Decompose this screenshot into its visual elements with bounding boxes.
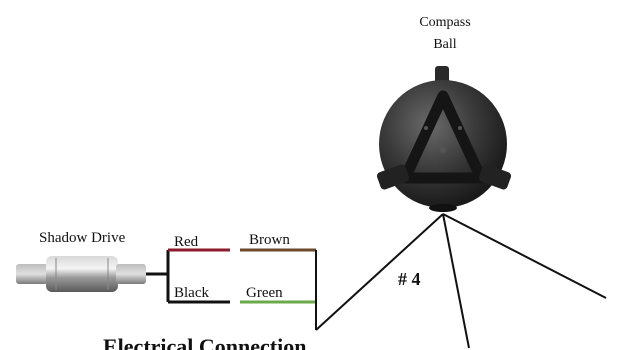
- compass-ball-title: Compass Ball: [400, 12, 490, 56]
- diagram-caption: Electrical Connection: [103, 334, 307, 350]
- compass-ball-image: [376, 66, 512, 212]
- brown-wire-label: Brown: [249, 232, 290, 248]
- lead-line-3: [442, 213, 607, 299]
- compass-right-tab: [478, 164, 512, 190]
- compass-title-line2: Ball: [433, 37, 457, 52]
- lead-line-2: [442, 213, 470, 349]
- compass-left-tab: [376, 164, 410, 190]
- shadow-drive-label: Shadow Drive: [39, 230, 126, 246]
- shadow-drive-image: [16, 256, 146, 292]
- red-wire-label: Red: [174, 234, 199, 250]
- compass-ball-triangle: [399, 90, 487, 184]
- compass-bottom-port: [429, 204, 457, 212]
- lead-line-1: [315, 213, 444, 331]
- connector-number-label: # 4: [398, 269, 421, 289]
- black-wire-label: Black: [174, 285, 209, 301]
- compass-title-line1: Compass: [419, 15, 471, 30]
- green-wire-label: Green: [246, 285, 283, 301]
